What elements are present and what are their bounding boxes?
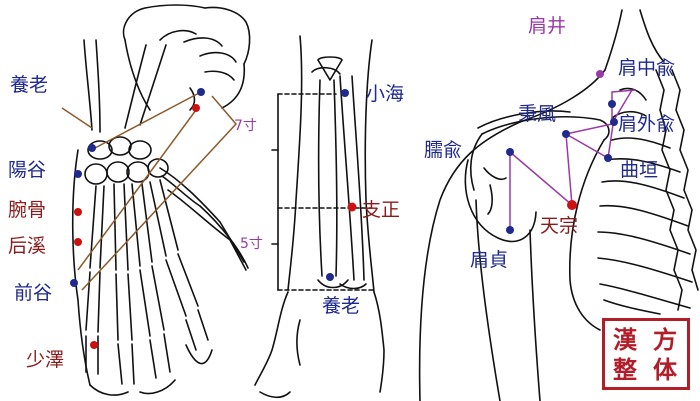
seal-char-3: 整 xyxy=(613,355,637,384)
label-naoshu: 臑兪 xyxy=(424,139,463,161)
label-5-cun: 5寸 xyxy=(240,236,263,252)
label-quyuan: 曲垣 xyxy=(620,159,659,181)
hand-skeleton xyxy=(71,39,249,396)
meridian-line-3 xyxy=(81,95,238,291)
label-shaoze: 少澤 xyxy=(26,349,65,371)
label-zhizheng: 支正 xyxy=(362,199,401,221)
point-jianwaishu xyxy=(610,118,618,126)
label-tianzong: 天宗 xyxy=(540,215,579,237)
label-xiaohai: 小海 xyxy=(366,83,405,105)
label-bingfeng: 秉風 xyxy=(518,103,557,125)
meridian-line-2 xyxy=(77,109,197,271)
point-tianzong xyxy=(567,200,577,210)
label-jianzhongshu: 肩中兪 xyxy=(618,57,676,79)
label-jianjing: 肩井 xyxy=(528,15,567,37)
point-fist-2 xyxy=(192,104,200,112)
seal-char-1: 漢 xyxy=(613,325,637,354)
point-jianjing xyxy=(596,70,604,78)
label-wangu: 腕骨 xyxy=(8,199,47,221)
label-houxi: 后溪 xyxy=(8,235,47,257)
point-shaoze xyxy=(90,341,98,349)
point-xiaohai xyxy=(341,89,349,97)
label-yanggu: 陽谷 xyxy=(8,159,47,181)
acupoints xyxy=(70,70,618,349)
leader-line-yanglao xyxy=(61,107,93,129)
fist-illustration xyxy=(122,4,251,111)
point-yanglao-hand xyxy=(88,144,96,152)
point-qiangu xyxy=(70,279,78,287)
point-quyuan xyxy=(604,154,612,162)
point-yanglao-arm xyxy=(326,273,334,281)
forearm xyxy=(254,35,385,399)
brand-seal-logo: 漢 方 整 体 xyxy=(602,318,690,390)
meridian-line-1 xyxy=(94,91,202,149)
label-jianzhen: 肩貞 xyxy=(470,249,509,271)
label-qiangu: 前谷 xyxy=(14,282,53,304)
seal-char-2: 方 xyxy=(653,325,677,354)
meridian-lines xyxy=(61,91,238,291)
point-jianzhen xyxy=(506,226,514,234)
label-jianwaishu: 肩外兪 xyxy=(618,113,676,135)
label-yanglao-hand: 養老 xyxy=(10,74,49,96)
shoulder-skeleton xyxy=(418,9,699,401)
label-7-cun: 7寸 xyxy=(234,118,257,134)
point-jianzhongshu xyxy=(608,100,616,108)
point-houxi xyxy=(74,238,82,246)
point-wangu xyxy=(74,208,82,216)
label-yanglao-arm: 養老 xyxy=(322,295,361,317)
point-naoshu xyxy=(506,148,514,156)
seal-char-4: 体 xyxy=(653,355,677,384)
point-zhizheng xyxy=(347,202,357,212)
point-bingfeng xyxy=(562,130,570,138)
point-fist-1 xyxy=(197,88,205,96)
point-yanggu xyxy=(74,170,82,178)
